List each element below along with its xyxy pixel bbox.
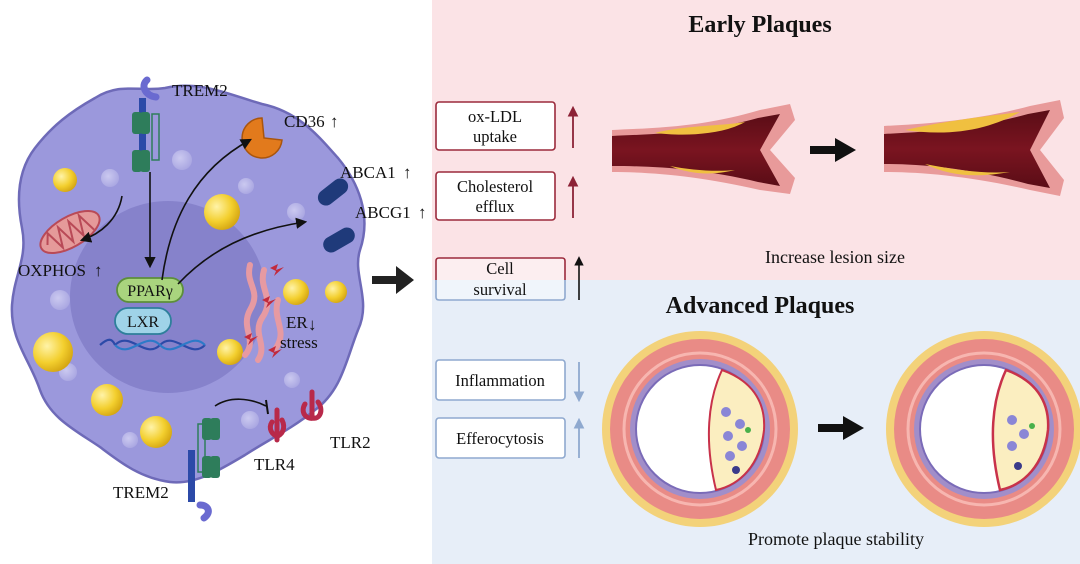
ppar-gamma-node: PPARγ <box>116 277 184 303</box>
svg-text:PPARγ: PPARγ <box>127 283 173 300</box>
cell-survival-box: Cell survival <box>435 257 566 301</box>
svg-text:Inflammation: Inflammation <box>455 371 545 390</box>
mitochondrion-icon <box>39 210 101 254</box>
lxr-node: LXR <box>114 307 172 335</box>
advanced-plaques-title: Advanced Plaques <box>666 293 855 319</box>
early-plaques-title: Early Plaques <box>688 12 831 38</box>
transition-arrow-icon <box>372 266 414 294</box>
abca1-transporter-icon <box>317 178 349 206</box>
advanced-box-efferocytosis: Efferocytosis <box>435 417 566 459</box>
lipid-droplets <box>33 168 347 448</box>
er-stress-bolt-icons <box>244 264 284 358</box>
tlr4-label: TLR4 <box>254 455 295 474</box>
early-box-oxldl: ox-LDL uptake <box>435 101 556 151</box>
cd36-label: CD36 <box>284 112 325 131</box>
oxphos-up-arrow: ↑ <box>94 261 103 280</box>
early-caption: Increase lesion size <box>765 247 905 267</box>
svg-text:Efferocytosis: Efferocytosis <box>456 429 544 448</box>
dna-icon <box>99 338 206 351</box>
early-transition-arrow-icon <box>810 138 856 162</box>
trem2-receptor-top <box>132 76 160 172</box>
abcg1-label: ABCG1 <box>355 203 411 222</box>
svg-text:efflux: efflux <box>475 197 515 216</box>
early-vessel-after <box>884 100 1064 196</box>
svg-text:LXR: LXR <box>127 314 159 331</box>
cd36-up-arrow: ↑ <box>330 112 339 131</box>
abcg1-up-arrow: ↑ <box>418 203 427 222</box>
cell-vacuoles <box>50 150 305 448</box>
trem2-top-label: TREM2 <box>172 81 228 100</box>
svg-text:ox-LDL: ox-LDL <box>468 107 522 126</box>
tlr2-receptor-icon <box>300 389 324 421</box>
er-stress-label-1: ER <box>286 313 308 332</box>
tlr2-label: TLR2 <box>330 433 371 452</box>
er-stress-label-2: stress <box>280 333 318 352</box>
abcg1-transporter-icon <box>323 227 355 253</box>
svg-text:survival: survival <box>473 280 527 299</box>
advanced-vessel-after <box>886 331 1080 527</box>
abca1-label: ABCA1 <box>340 163 396 182</box>
advanced-box-inflammation: Inflammation <box>435 359 566 401</box>
trem2-receptor-bottom <box>188 418 220 522</box>
advanced-transition-arrow-icon <box>818 416 864 440</box>
trem2-bottom-label: TREM2 <box>113 483 169 502</box>
abca1-up-arrow: ↑ <box>403 163 412 182</box>
svg-text:Cell: Cell <box>486 259 514 278</box>
cd36-receptor-icon <box>241 117 283 159</box>
advanced-caption: Promote plaque stability <box>748 529 924 549</box>
svg-text:Cholesterol: Cholesterol <box>457 177 533 196</box>
early-box-cholesterol: Cholesterol efflux <box>435 171 556 221</box>
advanced-vessel-before <box>602 331 798 527</box>
oxphos-label: OXPHOS <box>18 261 86 280</box>
early-vessel-before <box>612 104 795 194</box>
tlr4-receptor-icon <box>267 407 287 443</box>
signaling-arrows <box>79 138 308 415</box>
er-stress-down-arrow: ↓ <box>308 315 317 334</box>
svg-text:uptake: uptake <box>473 127 517 146</box>
